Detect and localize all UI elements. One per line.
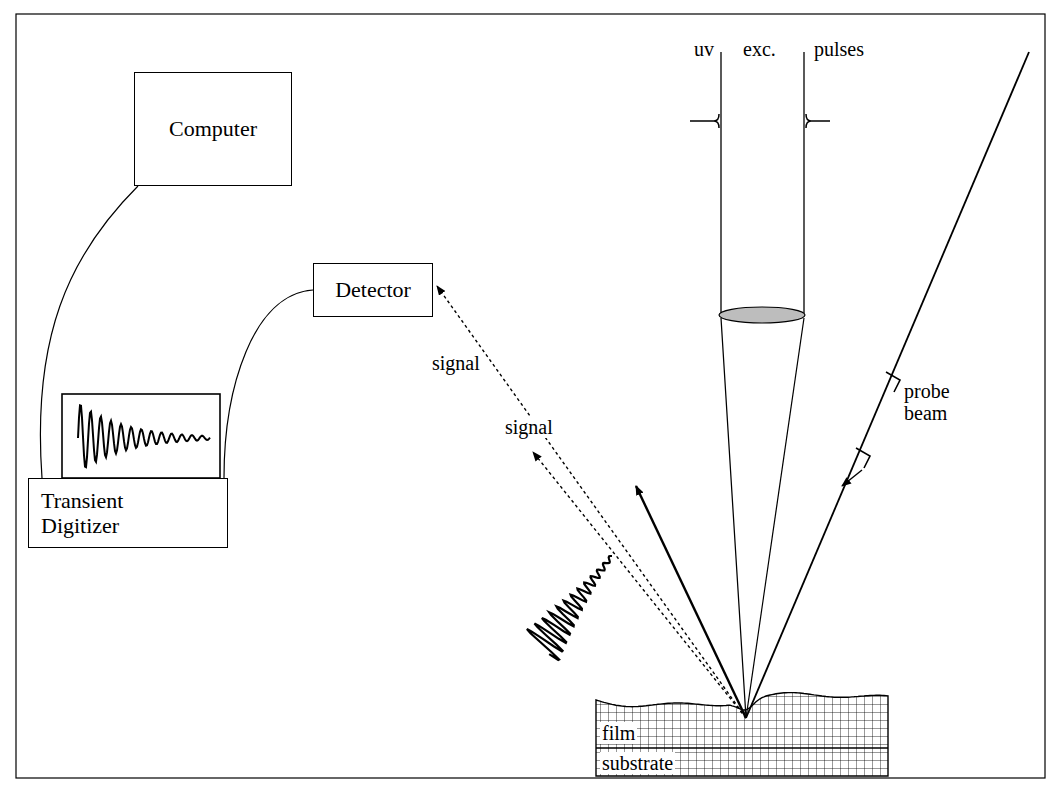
- film-boundary: [596, 747, 888, 748]
- probe-direction-arrow: [842, 470, 862, 486]
- sample-grid: [590, 680, 895, 780]
- pulse-tick: [806, 114, 830, 128]
- signal-beam: [437, 286, 746, 718]
- focus-ray: [746, 318, 804, 718]
- process-box: Transient Digitizer: [28, 478, 228, 548]
- annotation-label: exc.: [741, 38, 778, 60]
- lens: [719, 307, 805, 323]
- cable: [40, 186, 138, 478]
- probe-beam: [746, 52, 1029, 718]
- annotation-label: pulses: [812, 38, 866, 60]
- reflected-beam: [636, 486, 746, 718]
- decay-waveform: [78, 405, 210, 467]
- annotation-label: substrate: [600, 752, 675, 774]
- pulse-tick: [690, 114, 719, 128]
- box-label: Transient Digitizer: [41, 488, 171, 539]
- signal-wave-packet: [527, 556, 612, 660]
- annotation-label: signal: [430, 352, 482, 374]
- frame: [16, 14, 1045, 778]
- signal-beam: [533, 452, 746, 718]
- box-label: Detector: [335, 277, 411, 302]
- uv-beam-edge: [803, 52, 804, 313]
- probe-pulse-symbol: [856, 372, 900, 468]
- display-screen: [62, 394, 220, 478]
- annotation-label: probe beam: [902, 380, 956, 424]
- annotation-label: uv: [692, 38, 716, 60]
- process-box: Computer: [134, 72, 292, 186]
- annotation-label: signal: [503, 416, 555, 438]
- focus-ray: [721, 318, 746, 718]
- uv-beam-edge: [720, 52, 721, 313]
- process-box: Detector: [313, 263, 433, 317]
- annotation-label: film: [600, 722, 637, 744]
- box-label: Computer: [169, 116, 257, 141]
- cable: [224, 290, 313, 478]
- sample-outline: [596, 693, 888, 776]
